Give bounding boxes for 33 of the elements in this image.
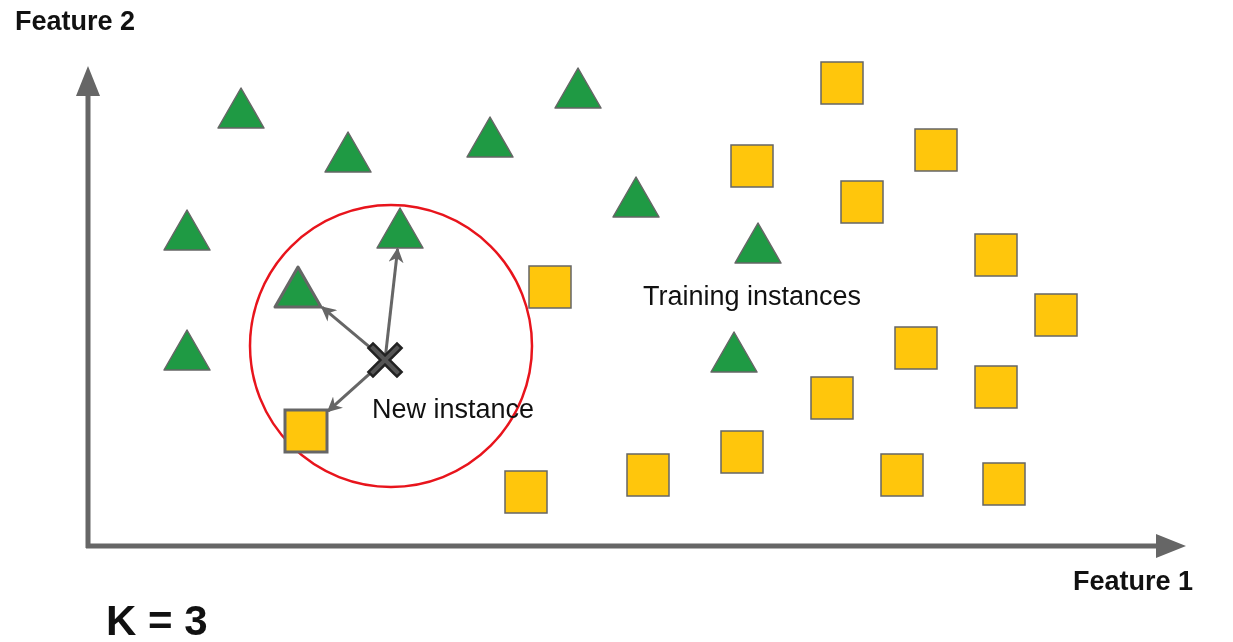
square-marker: [810, 376, 854, 420]
triangle-marker: [734, 222, 782, 264]
square-marker: [730, 144, 774, 188]
triangle-marker: [163, 329, 211, 371]
k-value-label: K = 3: [106, 600, 208, 642]
square-marker: [840, 180, 884, 224]
triangle-marker: [163, 209, 211, 251]
triangle-marker: [376, 207, 424, 249]
square-marker: [720, 430, 764, 474]
triangle-marker: [554, 67, 602, 109]
triangle-marker: [710, 331, 758, 373]
axis-label: Feature 1: [1073, 568, 1194, 595]
triangle-marker: [466, 116, 514, 158]
arrow: [384, 247, 404, 355]
triangle-marker: [324, 131, 372, 173]
square-marker: [880, 453, 924, 497]
square-marker: [982, 462, 1026, 506]
axis-label: Feature 2: [15, 8, 136, 35]
square-marker: [528, 265, 572, 309]
square-marker: [974, 233, 1018, 277]
square-marker: [1034, 293, 1078, 337]
cross-marker: [365, 340, 405, 380]
square-marker: [626, 453, 670, 497]
triangle-marker: [274, 266, 322, 308]
square-marker: [974, 365, 1018, 409]
cluster-label: Training instances: [643, 283, 862, 310]
square-marker: [894, 326, 938, 370]
square-marker: [820, 61, 864, 105]
triangle-marker: [217, 87, 265, 129]
triangle-marker: [612, 176, 660, 218]
square-marker: [504, 470, 548, 514]
square-marker: [914, 128, 958, 172]
square-marker: [284, 409, 328, 453]
